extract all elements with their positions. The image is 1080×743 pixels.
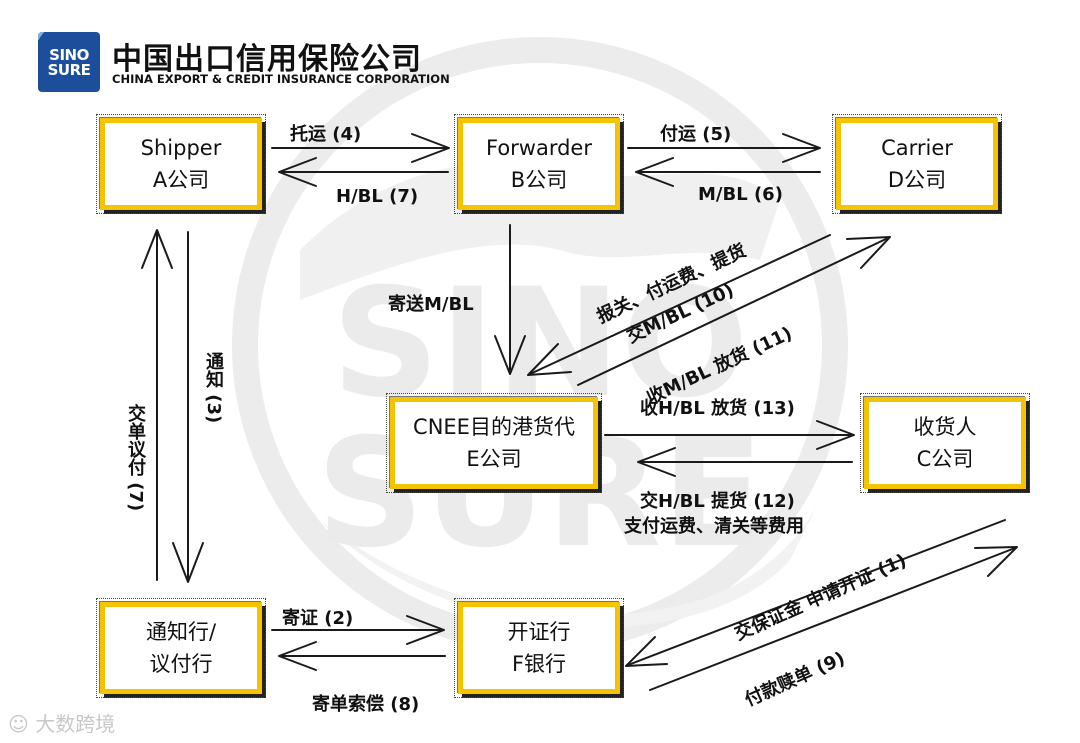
- label-present-docs: 交单议付 (7): [125, 404, 146, 512]
- sinosure-logo: SINO SURE: [38, 32, 100, 92]
- label-ship5: 付运 (5): [660, 124, 732, 145]
- label-send-mbl: 寄送M/BL: [388, 294, 474, 315]
- node-cnee: CNEE目的港货代 E公司: [386, 393, 602, 493]
- arrowhead-collect-mbl: [846, 236, 891, 269]
- arrowhead-send-docs: [278, 641, 317, 671]
- node-shipper: Shipper A公司: [96, 114, 266, 214]
- arrowhead-apply-lc: [625, 636, 668, 667]
- node-cnee-line1: CNEE目的港货代: [413, 415, 575, 439]
- company-name-en: CHINA EXPORT & CREDIT INSURANCE CORPORAT…: [112, 72, 450, 86]
- label-pay-fees: 支付运费、清关等费用: [624, 516, 804, 537]
- node-advising-bank-line1: 通知行/: [145, 620, 217, 644]
- arrowhead-present-docs: [141, 229, 173, 269]
- logo-text-1: SINO: [49, 46, 89, 64]
- node-carrier-line1: Carrier: [881, 136, 953, 160]
- arrow-collect-mbl: [577, 237, 889, 386]
- arrow-customs: [529, 234, 831, 375]
- node-shipper-line1: Shipper: [140, 136, 222, 160]
- arrowhead-ship5: [782, 133, 821, 163]
- node-forwarder-line1: Forwarder: [485, 136, 592, 160]
- footer-brand-text: 大数跨境: [35, 712, 116, 736]
- label-send-lc: 寄证 (2): [282, 608, 354, 629]
- node-consignee: 收货人 C公司: [860, 393, 1030, 493]
- label-consign: 托运 (4): [290, 124, 362, 145]
- node-issuing-bank-line1: 开证行: [507, 620, 571, 644]
- footer-brand: ☺ 大数跨境: [8, 708, 115, 737]
- node-forwarder: Forwarder B公司: [454, 114, 624, 214]
- arrowhead-notify: [172, 542, 204, 583]
- arrowhead-customs: [527, 343, 572, 376]
- arrowhead-send-mbl: [494, 335, 526, 375]
- logo-text-2: SURE: [47, 61, 91, 79]
- arrowhead-hbl7: [278, 157, 317, 187]
- node-carrier-line2: D公司: [887, 168, 947, 192]
- label-mbl6: M/BL (6): [698, 184, 783, 205]
- arrowhead-redeem: [974, 546, 1018, 577]
- label-hbl7: H/BL (7): [336, 186, 419, 207]
- label-deliver-hbl: 交H/BL 提货 (12): [640, 491, 795, 512]
- node-forwarder-line2: B公司: [510, 168, 568, 192]
- arrowhead-mbl6: [635, 157, 674, 187]
- node-shipper-line2: A公司: [152, 168, 210, 192]
- arrowhead-send-lc: [406, 615, 445, 645]
- arrowhead-consign: [411, 133, 450, 163]
- node-advising-bank-line2: 议付行: [149, 652, 213, 676]
- arrowhead-deliver-hbl: [637, 447, 676, 477]
- label-notify: 通知 (3): [203, 352, 224, 424]
- label-send-docs: 寄单索偿 (8): [312, 694, 420, 715]
- footer-logo-icon: ☺: [8, 712, 36, 736]
- arrowhead-collect-hbl: [816, 420, 855, 450]
- arrow-apply-lc: [627, 519, 1006, 666]
- node-consignee-line2: C公司: [916, 447, 974, 471]
- node-cnee-line2: E公司: [466, 447, 522, 471]
- node-consignee-line1: 收货人: [913, 415, 977, 439]
- node-advising-bank: 通知行/ 议付行: [96, 598, 266, 698]
- node-issuing-bank-line2: F银行: [511, 652, 567, 676]
- node-carrier: Carrier D公司: [832, 114, 1002, 214]
- node-issuing-bank: 开证行 F银行: [454, 598, 624, 698]
- company-name-cn: 中国出口信用保险公司: [112, 42, 422, 77]
- arrow-redeem: [649, 547, 1016, 691]
- label-collect-hbl: 收H/BL 放货 (13): [640, 398, 795, 419]
